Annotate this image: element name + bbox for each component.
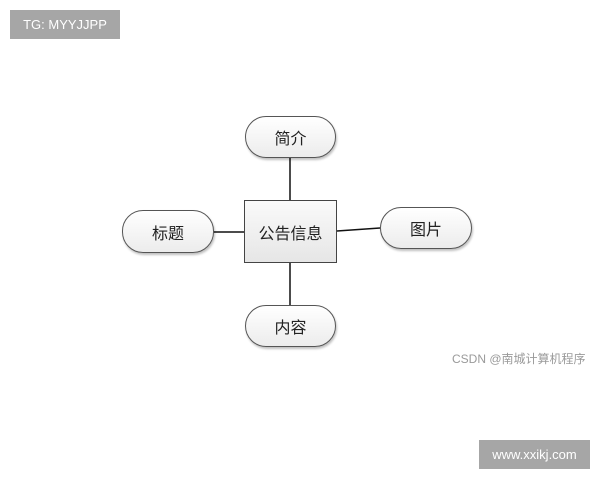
attribute-left: 标题 [122,210,214,253]
attribute-label: 图片 [409,220,442,239]
watermark-bottom-right: www.xxikj.com [479,440,590,469]
attribute-label: 内容 [274,318,307,337]
csdn-credit: CSDN @南城计算机程序 [452,352,586,366]
attribute-bottom: 内容 [245,305,336,347]
connector-right [336,227,381,232]
watermark-top-left: TG: MYYJJPP [10,10,120,39]
entity-label: 公告信息 [258,223,323,243]
attribute-label: 简介 [274,129,307,148]
attribute-label: 标题 [151,223,184,243]
attribute-right: 图片 [380,207,472,249]
entity-box: 公告信息 [244,200,337,263]
attribute-top: 简介 [245,116,336,158]
